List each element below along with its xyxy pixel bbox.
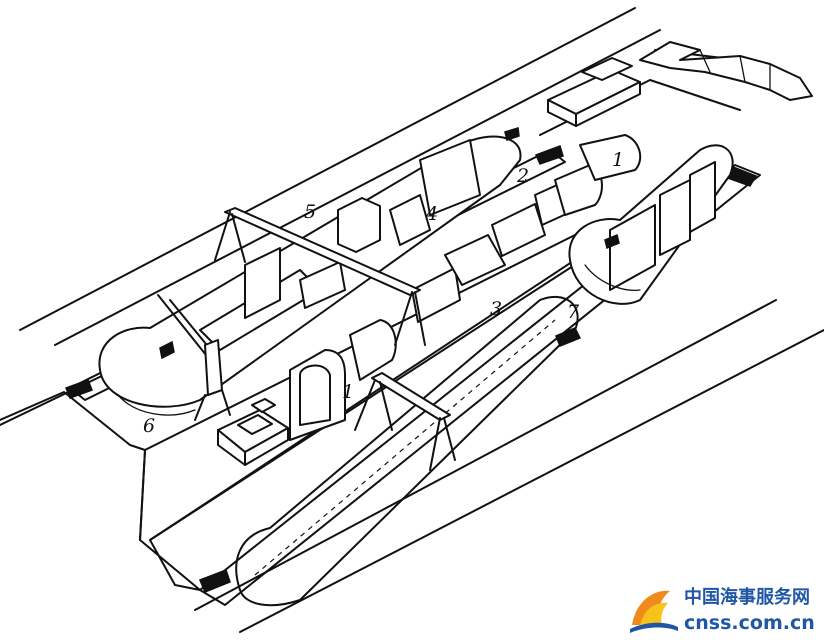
pier-modules [299, 179, 576, 323]
warehouse-buildings [547, 41, 813, 127]
callout-3: 3 [490, 298, 502, 320]
gantry-crane [214, 207, 426, 346]
hull-sections [289, 134, 642, 441]
callout-5: 5 [304, 201, 316, 223]
right-ship-finished [568, 144, 734, 305]
watermark-chinese-name: 中国海事服务网 [684, 586, 810, 608]
callout-6: 6 [143, 415, 155, 437]
small-vessel [217, 398, 289, 466]
callout-labels: 1 1 2 3 4 5 6 7 [143, 149, 624, 437]
callout-1-upper: 1 [612, 149, 624, 171]
site-watermark: 中国海事服务网 cnss.com.cn [630, 586, 815, 634]
watermark-domain: cnss.com.cn [684, 612, 815, 634]
right-ship-hull-dashed [235, 295, 579, 607]
callout-1-lower: 1 [342, 381, 354, 403]
sail-logo-icon [630, 590, 678, 633]
callout-7: 7 [567, 301, 580, 323]
right-gantry [354, 372, 456, 471]
jib-crane [157, 294, 231, 421]
callout-2: 2 [516, 165, 529, 187]
callout-4: 4 [425, 203, 438, 225]
